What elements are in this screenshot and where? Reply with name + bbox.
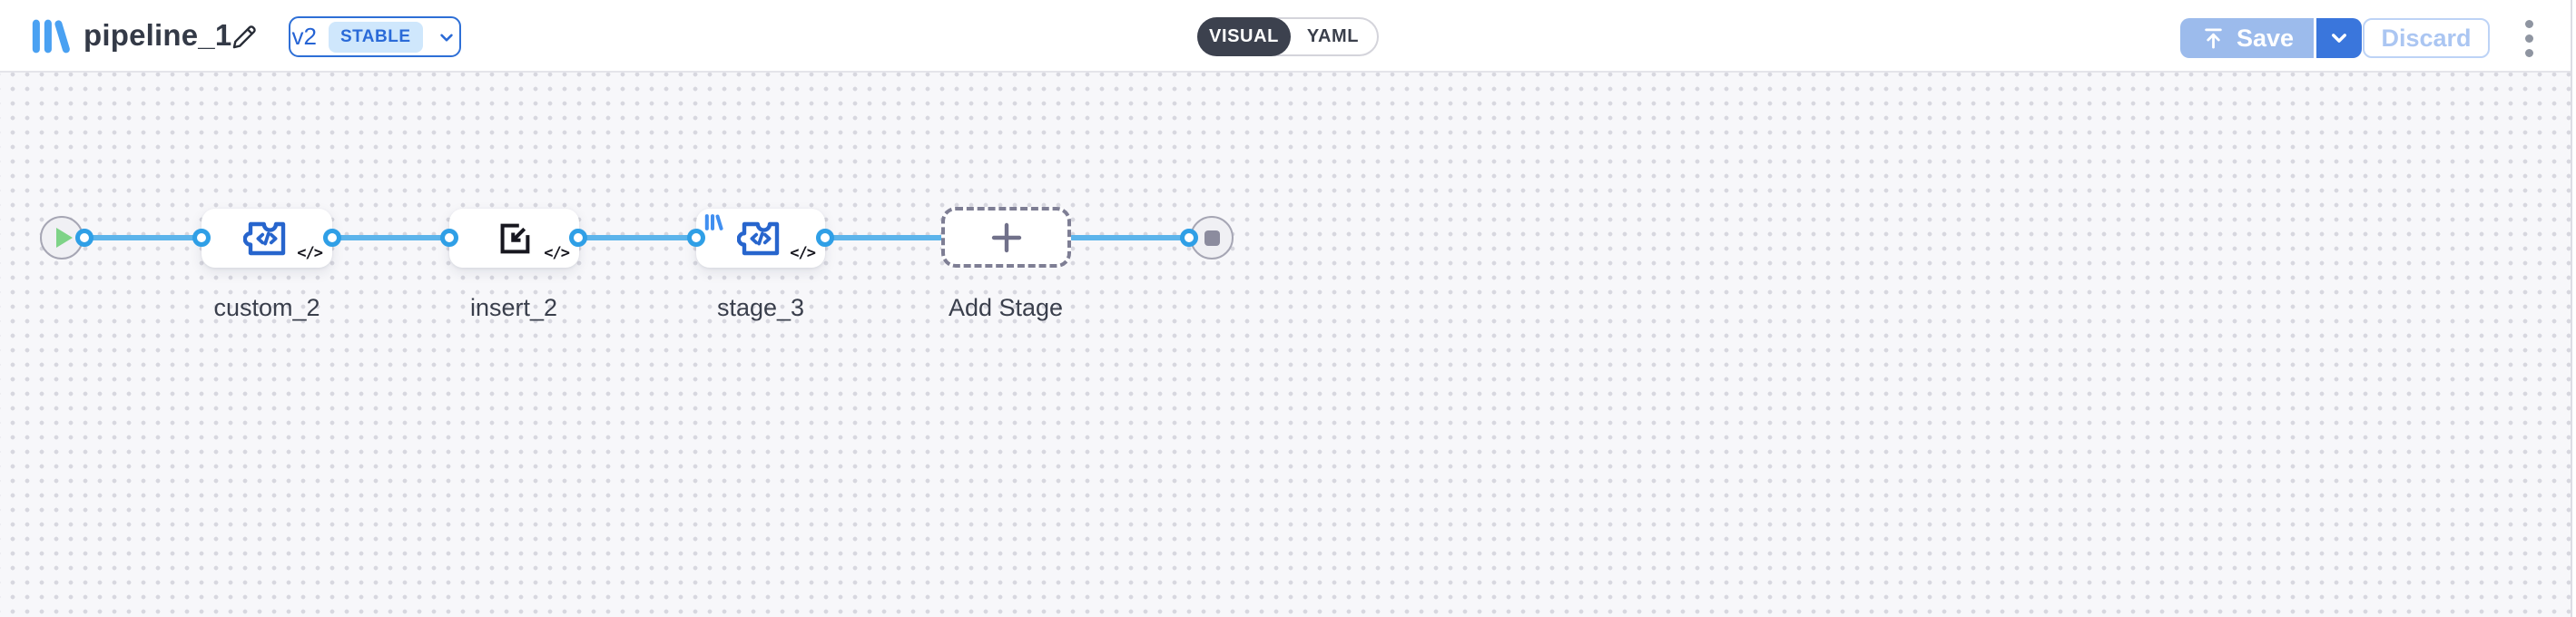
save-options-dropdown[interactable] xyxy=(2314,18,2363,58)
version-selector[interactable]: v2 STABLE xyxy=(289,16,461,57)
discard-button[interactable]: Discard xyxy=(2363,18,2490,58)
version-status-badge: STABLE xyxy=(328,21,423,53)
connection-handle[interactable] xyxy=(192,229,211,247)
connection-handle[interactable] xyxy=(440,229,458,247)
save-split-button: Save xyxy=(2180,18,2363,58)
play-icon xyxy=(56,228,73,248)
view-mode-toggle: VISUAL YAML xyxy=(1197,17,1379,56)
save-button[interactable]: Save xyxy=(2180,18,2315,58)
tab-yaml[interactable]: YAML xyxy=(1306,26,1360,46)
connection-handle[interactable] xyxy=(1180,229,1198,247)
discard-button-label: Discard xyxy=(2381,24,2472,52)
connection-handle[interactable] xyxy=(816,229,834,247)
library-logo-icon xyxy=(31,18,71,54)
edge xyxy=(576,235,698,240)
stage-node-stage-3[interactable]: </> xyxy=(696,209,825,268)
node-label: custom_2 xyxy=(213,294,320,321)
stage-node-custom-2[interactable]: </> xyxy=(202,209,332,268)
edge xyxy=(1069,235,1193,240)
chevron-down-icon xyxy=(435,25,458,49)
edit-title-button[interactable] xyxy=(229,22,260,53)
node-label: stage_3 xyxy=(716,294,805,321)
stop-icon xyxy=(1204,230,1220,246)
connection-handle[interactable] xyxy=(75,229,93,247)
kebab-dot xyxy=(2524,48,2533,57)
puzzle-code-icon xyxy=(243,219,290,259)
pipeline-canvas[interactable]: </> custom_2 </> insert_2 xyxy=(0,73,2576,617)
stage-node-insert-2[interactable]: </> xyxy=(449,209,579,268)
edge xyxy=(64,235,203,240)
connection-handle[interactable] xyxy=(569,229,587,247)
kebab-dot xyxy=(2524,19,2533,28)
plus-icon xyxy=(986,217,1027,259)
more-options-menu[interactable] xyxy=(2512,16,2545,60)
pipeline-start-node[interactable] xyxy=(40,216,84,260)
code-badge-icon: </> xyxy=(790,244,816,262)
version-label: v2 xyxy=(291,23,317,50)
save-button-label: Save xyxy=(2237,24,2295,52)
tab-visual[interactable]: VISUAL xyxy=(1197,17,1291,56)
page-title: pipeline_1 xyxy=(84,18,232,52)
top-bar: pipeline_1 v2 STABLE VISUAL YAML xyxy=(0,0,2576,73)
add-stage-button[interactable] xyxy=(941,207,1071,268)
code-badge-icon: </> xyxy=(297,244,323,262)
edge xyxy=(823,235,943,240)
scrollbar-track[interactable] xyxy=(2571,0,2576,617)
node-label: insert_2 xyxy=(469,294,558,321)
connection-handle[interactable] xyxy=(323,229,341,247)
puzzle-code-icon xyxy=(737,219,784,259)
kebab-dot xyxy=(2524,34,2533,43)
edge xyxy=(330,235,451,240)
node-label: Add Stage xyxy=(948,294,1064,321)
import-icon xyxy=(494,218,536,260)
code-badge-icon: </> xyxy=(544,244,570,262)
library-mark-icon xyxy=(704,214,723,230)
connection-handle[interactable] xyxy=(687,229,705,247)
publish-icon xyxy=(2200,25,2227,52)
